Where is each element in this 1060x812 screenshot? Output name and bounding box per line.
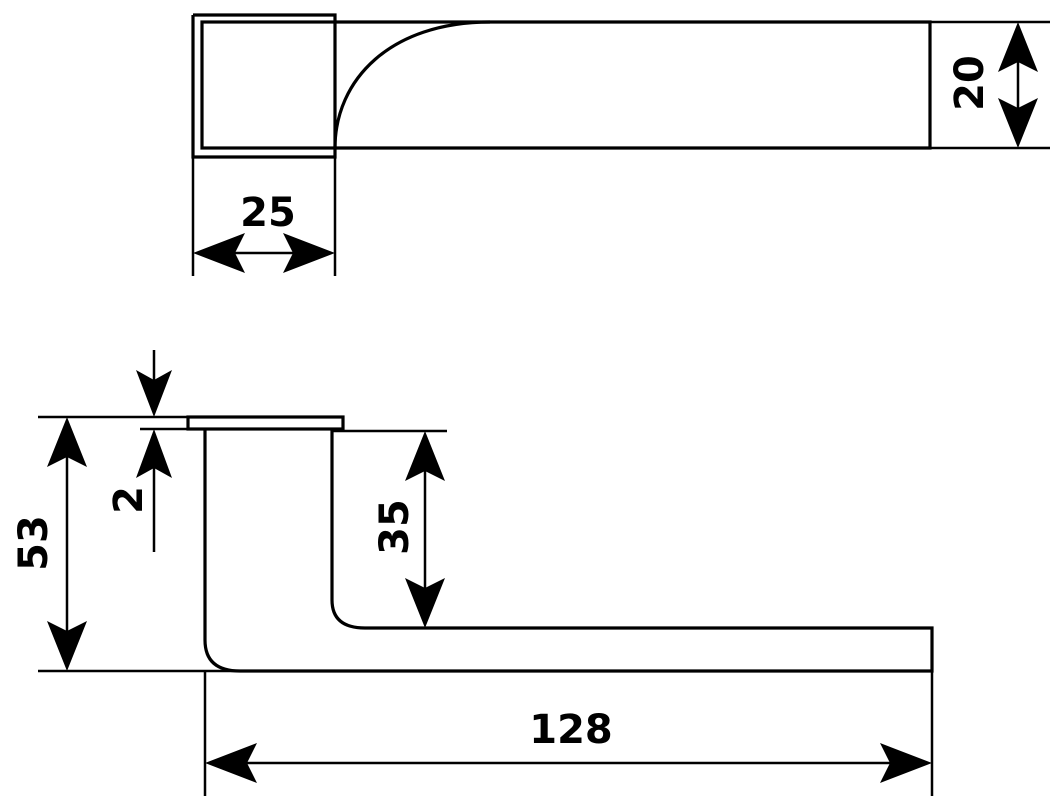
dim-35-arrow-bottom <box>405 578 445 628</box>
top-view-lever-curve <box>333 20 491 149</box>
side-view-rose-plate <box>186 415 345 431</box>
side-view: 2 53 35 128 <box>11 350 934 796</box>
dim-25-arrow-left <box>193 233 245 273</box>
dim-2-arrow-down <box>136 370 172 417</box>
top-view-rose-inner <box>200 20 337 150</box>
side-view-lever-outline <box>203 429 934 673</box>
dim-35-label: 35 <box>372 499 418 555</box>
dim-53-arrow-bottom <box>47 621 87 671</box>
top-view: 25 20 <box>191 13 1050 276</box>
dim-128-arrow-left <box>205 743 257 783</box>
dim-25-arrow-right <box>283 233 335 273</box>
dim-25-label: 25 <box>240 190 296 236</box>
top-view-rose-outline <box>191 13 337 159</box>
dim-128-arrow-right <box>880 743 932 783</box>
dim-20-label: 20 <box>947 55 993 111</box>
dim-20-arrow-bottom <box>998 98 1038 148</box>
dim-2-arrow-up <box>136 429 172 478</box>
dim-53-label: 53 <box>11 515 57 571</box>
top-view-lever-outline <box>335 20 932 150</box>
dim-2-label: 2 <box>106 486 152 514</box>
dim-35-arrow-top <box>405 431 445 481</box>
dim-20-arrow-top <box>998 22 1038 72</box>
dim-53-arrow-top <box>47 417 87 467</box>
dim-128-label: 128 <box>529 707 613 753</box>
